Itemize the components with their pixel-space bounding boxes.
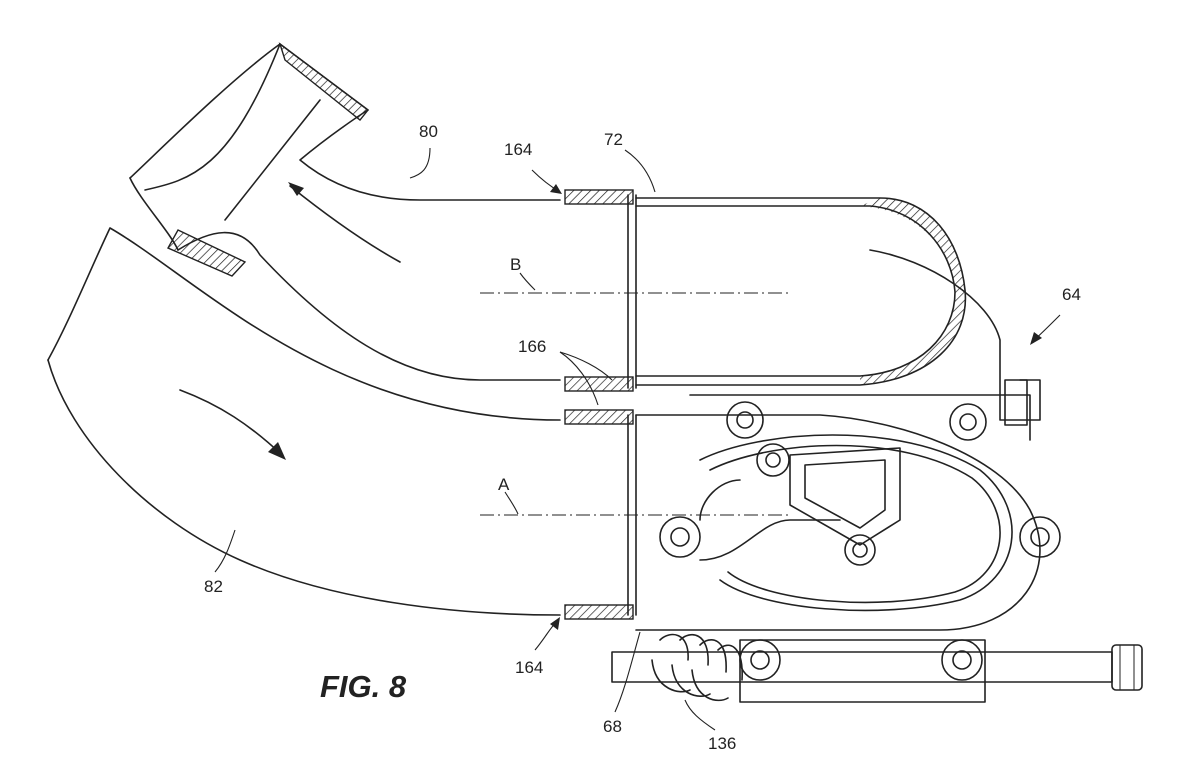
label-b: B bbox=[510, 255, 521, 274]
upper-duct-80 bbox=[129, 42, 561, 381]
bolt-boss-bottom-left bbox=[739, 639, 781, 681]
label-166: 166 bbox=[518, 337, 546, 356]
manifold-housing bbox=[635, 197, 1061, 681]
bolt-boss-mid-left bbox=[756, 443, 790, 477]
label-64: 64 bbox=[1062, 285, 1081, 304]
bolt-boss-top-left bbox=[726, 401, 764, 439]
bolt-boss-right bbox=[1019, 516, 1061, 558]
centerlines bbox=[480, 292, 790, 516]
label-164-bottom: 164 bbox=[515, 658, 543, 677]
figure-caption: FIG. 8 bbox=[320, 669, 407, 704]
label-72: 72 bbox=[604, 130, 623, 149]
reference-labels: 80 164 72 64 B 166 A 82 164 68 136 bbox=[204, 122, 1081, 753]
lower-duct-82 bbox=[47, 227, 561, 616]
label-136: 136 bbox=[708, 734, 736, 753]
label-a: A bbox=[498, 475, 510, 494]
bolt-boss-top-right bbox=[949, 403, 987, 441]
coupling-sleeves bbox=[564, 189, 637, 620]
bolt-boss-left bbox=[659, 516, 701, 558]
bolt-boss-bottom-right bbox=[941, 639, 983, 681]
bolt-boss-center bbox=[844, 534, 876, 566]
label-80: 80 bbox=[419, 122, 438, 141]
label-68: 68 bbox=[603, 717, 622, 736]
leader-lines bbox=[214, 147, 1061, 731]
label-164-top: 164 bbox=[504, 140, 532, 159]
spring-bolt-assembly bbox=[611, 633, 1143, 703]
label-82: 82 bbox=[204, 577, 223, 596]
